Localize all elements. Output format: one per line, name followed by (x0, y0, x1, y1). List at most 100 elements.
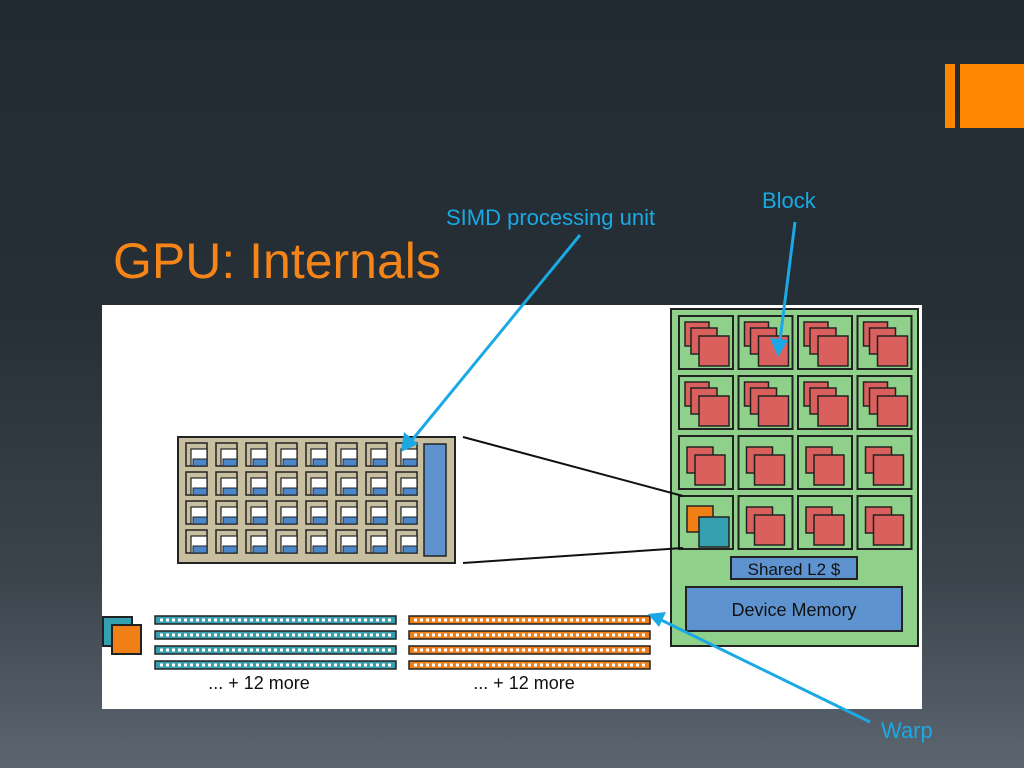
thread-slot (172, 648, 175, 652)
simd-lane-register (252, 487, 268, 496)
thread-slot (214, 633, 217, 637)
thread-slot (492, 633, 495, 637)
thread-slot (588, 618, 591, 622)
thread-slot (462, 633, 465, 637)
zoom-line-top (462, 436, 684, 497)
simd-callout: SIMD processing unit (446, 205, 656, 230)
thread-slot (202, 618, 205, 622)
thread-slot (438, 663, 441, 667)
thread-slot (208, 663, 211, 667)
thread-slot (552, 648, 555, 652)
thread-slot (232, 618, 235, 622)
thread-slot (214, 663, 217, 667)
thread-slot (444, 663, 447, 667)
thread-slot (426, 663, 429, 667)
thread-slot (630, 618, 633, 622)
thread-slot (486, 663, 489, 667)
thread-block (753, 454, 786, 486)
thread-slot (316, 633, 319, 637)
thread-slot (382, 663, 385, 667)
thread-slot (522, 633, 525, 637)
simd-lane-register (312, 487, 328, 496)
thread-slot (328, 618, 331, 622)
thread-slot (600, 618, 603, 622)
thread-slot (630, 663, 633, 667)
thread-slot (178, 633, 181, 637)
thread-block (817, 395, 849, 427)
thread-slot (540, 618, 543, 622)
thread-slot (196, 618, 199, 622)
thread-slot (612, 663, 615, 667)
thread-slot (364, 618, 367, 622)
thread-slot (588, 648, 591, 652)
thread-slot (208, 618, 211, 622)
thread-slot (280, 618, 283, 622)
thread-slot (178, 648, 181, 652)
thread-slot (172, 618, 175, 622)
thread-slot (498, 648, 501, 652)
thread-slot (504, 618, 507, 622)
thread-slot (232, 633, 235, 637)
thread-slot (256, 648, 259, 652)
thread-slot (358, 633, 361, 637)
thread-slot (642, 648, 645, 652)
thread-slot (226, 648, 229, 652)
thread-slot (346, 648, 349, 652)
thread-block (817, 335, 849, 367)
block-arrow-line (777, 221, 797, 349)
thread-slot (480, 663, 483, 667)
thread-block (872, 514, 905, 546)
thread-slot (166, 633, 169, 637)
thread-slot (256, 618, 259, 622)
thread-slot (516, 648, 519, 652)
simd-lane-register (222, 545, 238, 554)
thread-slot (432, 618, 435, 622)
thread-slot (576, 648, 579, 652)
thread-slot (450, 663, 453, 667)
thread-slot (292, 618, 295, 622)
thread-slot (522, 648, 525, 652)
thread-slot (582, 648, 585, 652)
thread-slot (426, 618, 429, 622)
thread-slot (414, 618, 417, 622)
thread-slot (190, 618, 193, 622)
thread-slot (450, 633, 453, 637)
accent-bar (945, 64, 955, 128)
thread-slot (540, 663, 543, 667)
thread-slot (340, 663, 343, 667)
thread-slot (328, 633, 331, 637)
simd-arrow-line (406, 234, 582, 446)
thread-slot (382, 633, 385, 637)
thread-slot (534, 663, 537, 667)
thread-slot (220, 663, 223, 667)
thread-slot (238, 633, 241, 637)
simd-lane-register (342, 458, 358, 467)
thread-slot (316, 663, 319, 667)
thread-slot (244, 618, 247, 622)
thread-slot (624, 618, 627, 622)
thread-slot (606, 648, 609, 652)
thread-slot (624, 663, 627, 667)
thread-slot (316, 648, 319, 652)
simd-lane-register (192, 545, 208, 554)
thread-slot (594, 618, 597, 622)
thread-slot (588, 663, 591, 667)
thread-slot (160, 663, 163, 667)
thread-slot (570, 633, 573, 637)
thread-slot (606, 633, 609, 637)
thread-block (698, 335, 730, 367)
thread-slot (310, 618, 313, 622)
thread-slot (334, 648, 337, 652)
thread-slot (492, 618, 495, 622)
thread-slot (214, 618, 217, 622)
thread-slot (334, 633, 337, 637)
thread-slot (522, 618, 525, 622)
thread-slot (606, 618, 609, 622)
thread-slot (322, 663, 325, 667)
thread-slot (510, 633, 513, 637)
thread-slot (340, 633, 343, 637)
warp-icon-teal (698, 516, 730, 548)
thread-slot (414, 633, 417, 637)
thread-slot (208, 648, 211, 652)
thread-slot (244, 648, 247, 652)
